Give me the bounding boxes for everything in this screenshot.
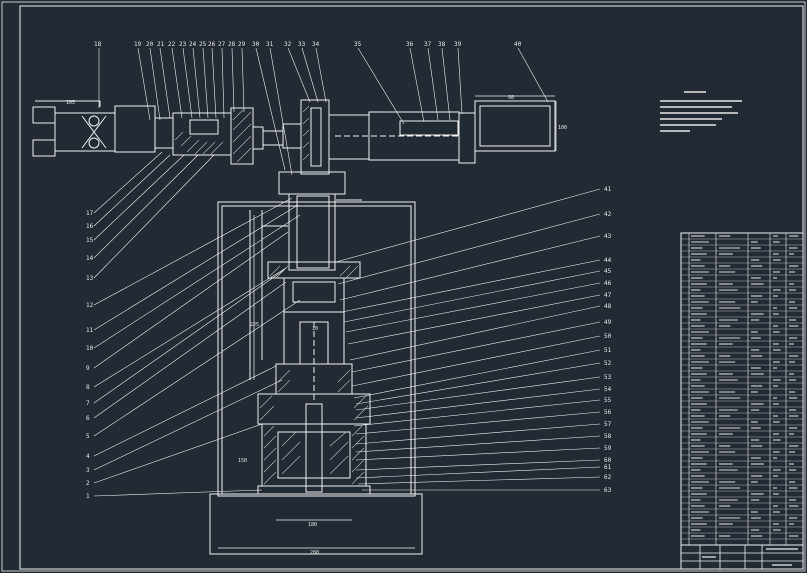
- balloon-label: 56: [604, 409, 612, 416]
- balloon-label: 18: [94, 41, 102, 48]
- leader-lines: [93, 47, 601, 497]
- left-balloons: 17 16 15 14 13 12 11 10 9 8 7 6 5 4 3 2 …: [86, 210, 94, 500]
- balloon-label: 17: [86, 210, 94, 217]
- dimension-label: 10: [312, 326, 318, 332]
- dimension-label: 150: [238, 458, 247, 464]
- balloon-label: 21: [157, 41, 165, 48]
- top-balloons: 18 19 20 21 22 23 24 25 26 27 28 29 30 3…: [94, 41, 522, 48]
- dimension-label: 105: [66, 100, 75, 106]
- balloon-label: 23: [179, 41, 187, 48]
- balloon-label: 20: [146, 41, 154, 48]
- dimension-label: 100: [558, 125, 567, 131]
- balloon-label: 55: [604, 397, 612, 404]
- balloon-label: 8: [86, 384, 90, 391]
- vertical-column: [209, 171, 423, 555]
- balloon-label: 7: [86, 400, 90, 407]
- table-rows: [681, 235, 803, 540]
- balloon-label: 2: [86, 480, 90, 487]
- balloon-label: 52: [604, 360, 612, 367]
- balloon-label: 13: [86, 275, 94, 282]
- dimension-label: 98: [508, 95, 514, 101]
- balloon-label: 42: [604, 211, 612, 218]
- balloon-label: 34: [312, 41, 320, 48]
- balloon-label: 45: [604, 268, 612, 275]
- balloon-label: 16: [86, 223, 94, 230]
- balloon-label: 12: [86, 302, 94, 309]
- balloon-label: 22: [168, 41, 176, 48]
- balloon-label: 32: [284, 41, 292, 48]
- balloon-label: 46: [604, 280, 612, 287]
- balloon-label: 59: [604, 445, 612, 452]
- balloon-label: 48: [604, 303, 612, 310]
- balloon-label: 28: [228, 41, 236, 48]
- balloon-label: 15: [86, 237, 94, 244]
- balloon-label: 57: [604, 421, 612, 428]
- balloon-label: 47: [604, 292, 612, 299]
- dimension-label: 280: [310, 550, 319, 556]
- balloon-label: 37: [424, 41, 432, 48]
- right-balloons: 41 42 43 44 45 46 47 48 49 50 51 52 53 5…: [604, 186, 612, 494]
- dimension-values: 105 98 100 150 225 10 180 280: [66, 95, 567, 556]
- balloon-label: 63: [604, 487, 612, 494]
- balloon-label: 30: [252, 41, 260, 48]
- dimension-label: 180: [308, 522, 317, 528]
- balloon-label: 19: [134, 41, 142, 48]
- balloon-label: 41: [604, 186, 612, 193]
- column-hatching: [259, 265, 369, 485]
- balloon-label: 10: [86, 345, 94, 352]
- balloon-label: 9: [86, 365, 90, 372]
- balloon-label: 54: [604, 386, 612, 393]
- technical-notes: [660, 91, 742, 132]
- balloon-label: 5: [86, 433, 90, 440]
- balloon-label: 44: [604, 257, 612, 264]
- balloon-label: 38: [438, 41, 446, 48]
- balloon-label: 11: [86, 327, 94, 334]
- balloon-label: 61: [604, 464, 612, 471]
- balloon-label: 36: [406, 41, 414, 48]
- balloon-label: 3: [86, 467, 90, 474]
- balloon-label: 6: [86, 415, 90, 422]
- title-block: [680, 544, 804, 570]
- balloon-label: 24: [189, 41, 197, 48]
- balloon-label: 14: [86, 255, 94, 262]
- balloon-label: 49: [604, 319, 612, 326]
- balloon-label: 27: [218, 41, 226, 48]
- balloon-label: 50: [604, 333, 612, 340]
- arm-hatching: [174, 105, 310, 163]
- balloon-label: 53: [604, 374, 612, 381]
- balloon-label: 26: [208, 41, 216, 48]
- balloon-label: 40: [514, 41, 522, 48]
- balloon-label: 51: [604, 347, 612, 354]
- balloon-label: 29: [238, 41, 246, 48]
- balloon-label: 43: [604, 233, 612, 240]
- balloon-label: 60: [604, 457, 612, 464]
- balloon-label: 58: [604, 433, 612, 440]
- balloon-label: 25: [199, 41, 207, 48]
- balloon-label: 31: [266, 41, 274, 48]
- balloon-label: 4: [86, 453, 90, 460]
- balloon-label: 35: [354, 41, 362, 48]
- balloon-label: 1: [86, 493, 90, 500]
- parts-list-table: [680, 232, 804, 546]
- balloon-label: 62: [604, 474, 612, 481]
- horizontal-arm: [32, 99, 556, 175]
- dimension-lines: [218, 95, 557, 549]
- balloon-label: 39: [454, 41, 462, 48]
- balloon-label: 33: [298, 41, 306, 48]
- dimension-label: 225: [250, 322, 259, 328]
